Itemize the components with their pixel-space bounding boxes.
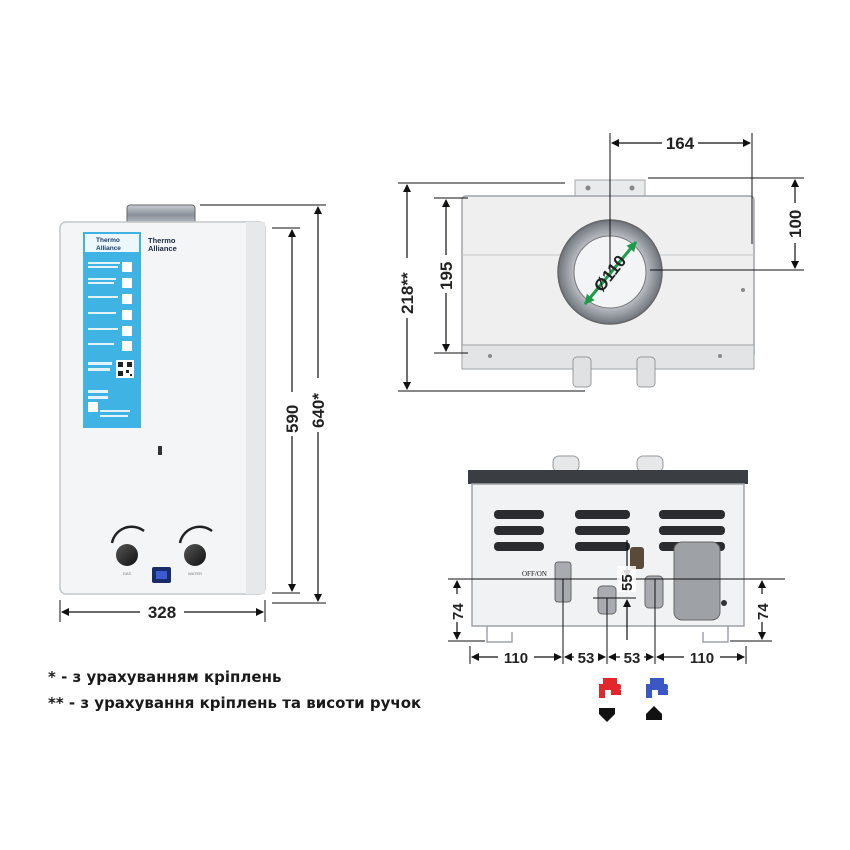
panel-brand-1: Thermo bbox=[96, 237, 120, 244]
phone-icon bbox=[88, 402, 98, 412]
water-scale-arc bbox=[178, 525, 213, 544]
status-led-icon bbox=[158, 446, 162, 455]
dim-218-text-bg bbox=[397, 258, 417, 318]
display-screen bbox=[156, 571, 167, 579]
qr-code-pattern bbox=[118, 362, 132, 376]
dim-195-text-bg bbox=[436, 255, 456, 293]
gas-inlet bbox=[630, 547, 644, 569]
dim-164: 164 bbox=[666, 134, 695, 153]
foot-left bbox=[486, 626, 513, 643]
drain-hole bbox=[721, 600, 727, 606]
dim-74-right: 74 bbox=[755, 603, 772, 620]
dim-328: 328 bbox=[148, 603, 176, 622]
dim-640-text-bg bbox=[308, 378, 328, 432]
flue-diameter-arrow bbox=[583, 241, 638, 305]
top-front-lip bbox=[461, 344, 755, 370]
cold-water-faucet-icon bbox=[646, 678, 668, 698]
water-block bbox=[673, 541, 721, 621]
dim-640: 640* bbox=[309, 393, 328, 428]
dim-110-right-text-bg bbox=[684, 648, 720, 666]
info-panel-icons bbox=[122, 262, 132, 351]
dim-100-text-bg bbox=[785, 203, 805, 243]
dim-164-text-bg bbox=[662, 133, 698, 151]
gas-scale-arc bbox=[110, 525, 145, 544]
info-panel-rows bbox=[88, 262, 130, 417]
bottom-top-plate bbox=[468, 470, 748, 484]
dim-74-left-text-bg bbox=[447, 594, 467, 622]
inlet-arrow-icon bbox=[646, 706, 662, 720]
dim-53-left-text-bg bbox=[574, 648, 598, 666]
top-view: Ø110 164 100 218** 195 bbox=[397, 133, 805, 392]
dim-590: 590 bbox=[283, 405, 302, 433]
screw-1 bbox=[488, 354, 492, 358]
body-brand-2: Alliance bbox=[148, 244, 177, 253]
screw-4 bbox=[741, 288, 745, 292]
bottom-fitting-left bbox=[552, 455, 580, 473]
dim-74-right-text-bg bbox=[752, 594, 772, 622]
off-on-label: OFF/ON bbox=[522, 570, 547, 578]
cold-water-pipe bbox=[644, 575, 664, 609]
gas-knob-label: GAS bbox=[123, 571, 132, 576]
dim-218: 218** bbox=[398, 272, 417, 314]
gas-knob bbox=[116, 544, 138, 566]
water-knob-label: WATER bbox=[188, 571, 202, 576]
dim-110-left-text-bg bbox=[498, 648, 534, 666]
heater-side-shade bbox=[246, 222, 265, 594]
dim-55-text-bg bbox=[617, 566, 636, 592]
body-brand-1: Thermo bbox=[148, 236, 176, 245]
note-single-asterisk: * - з урахуванням кріплень bbox=[48, 668, 282, 686]
dim-110-left: 110 bbox=[504, 650, 528, 667]
dim-110-right: 110 bbox=[690, 650, 714, 667]
dim-53-left: 53 bbox=[578, 650, 595, 667]
dim-53-right-text-bg bbox=[620, 648, 644, 666]
info-panel-header bbox=[85, 234, 139, 252]
dim-74-left: 74 bbox=[450, 603, 467, 620]
dim-100: 100 bbox=[786, 210, 805, 238]
panel-brand-2: Alliance bbox=[96, 245, 121, 252]
note-double-asterisk: ** - з урахування кріплень та висоти руч… bbox=[48, 694, 422, 712]
bottom-fitting-right bbox=[636, 455, 664, 473]
fitting-left bbox=[572, 356, 592, 388]
fitting-right bbox=[636, 356, 656, 388]
dim-590-text-bg bbox=[282, 392, 302, 436]
outlet-arrow-icon bbox=[599, 708, 615, 722]
water-knob bbox=[184, 544, 206, 566]
bottom-view: OFF/ON 55 74 74 110 53 53 1 bbox=[447, 455, 785, 722]
bracket-hole-left bbox=[585, 185, 591, 191]
hot-water-faucet-icon bbox=[599, 678, 621, 698]
dim-328-text-bg bbox=[140, 602, 184, 620]
dim-55: 55 bbox=[619, 574, 636, 591]
foot-right bbox=[702, 626, 729, 643]
screw-3 bbox=[718, 354, 722, 358]
dim-53-right: 53 bbox=[624, 650, 641, 667]
bracket-hole-right bbox=[629, 185, 635, 191]
dim-195: 195 bbox=[437, 262, 456, 290]
front-view: Thermo Alliance Thermo Alliance bbox=[59, 204, 328, 622]
